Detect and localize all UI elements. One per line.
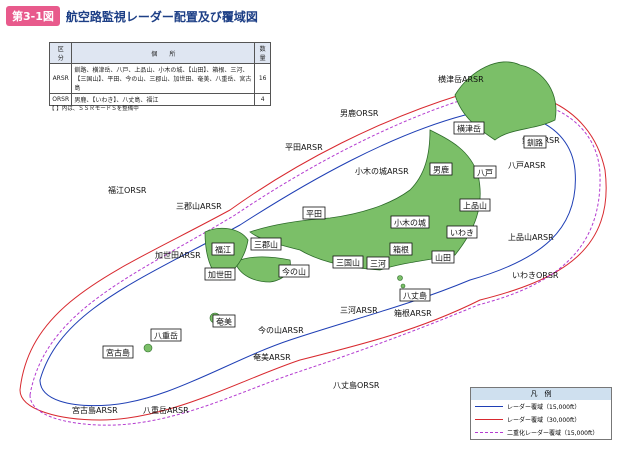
legend: 凡 例 レーダー覆域（15,000ft） レーダー覆域（30,000ft） 二重… (470, 387, 612, 440)
site-label: 箱根 (393, 245, 409, 255)
site-label: 八重岳 (154, 331, 178, 341)
coverage-areas (19, 89, 607, 426)
table-header-row: 区 分 個 所 数 量 (48, 42, 271, 64)
legend-swatch (475, 419, 503, 420)
table-row: ARSR 釧路、横津岳、八戸、上品山、小木の城、【山田】、箱根、三河、【三国山】… (48, 63, 271, 94)
site-label: 三国山 (336, 258, 360, 268)
site-box (523, 135, 547, 149)
site-box (431, 250, 455, 264)
map-label: 八重岳ARSR (143, 405, 189, 415)
figure-number: 第3-1図 (6, 6, 60, 26)
site-box (150, 328, 182, 342)
map-labels: 横津岳ARSR男鹿ORSR釧路ARSR平田ARSR小木の城ARSR八戸ARSR福… (72, 74, 560, 415)
legend-swatch (475, 406, 503, 407)
site-label: 上品山 (463, 201, 487, 211)
table-header: 数 量 (254, 42, 271, 64)
site-box (389, 242, 413, 256)
legend-label: レーダー覆域（30,000ft） (507, 417, 581, 424)
site-label: 小木の城 (394, 218, 426, 228)
table-header: 個 所 (71, 42, 256, 64)
table-cell: 4 (254, 93, 271, 106)
map-label: 上品山ARSR (508, 232, 554, 242)
site-box (399, 288, 431, 302)
island (143, 343, 153, 353)
site-box (473, 165, 497, 179)
legend-title: 凡 例 (471, 388, 611, 400)
site-box (278, 264, 310, 278)
site-label: いわき (450, 229, 474, 238)
island (400, 283, 406, 289)
figure-title: 航空路監視レーダー配置及び覆域図 (65, 9, 258, 24)
site-box (204, 267, 236, 281)
site-label: 加世田 (208, 270, 232, 280)
site-label: 宮古島 (106, 348, 130, 358)
coverage-outline (19, 89, 607, 421)
site-label: 平田 (306, 210, 322, 219)
site-box (390, 215, 430, 229)
site-box (446, 225, 478, 239)
site-label: 奄美 (216, 317, 232, 327)
site-label: 三河 (370, 259, 386, 269)
map-label: 今の山ARSR (258, 325, 304, 335)
site-label: 今の山 (282, 267, 306, 277)
legend-item: レーダー覆域（15,000ft） (471, 400, 611, 413)
site-label: 八丈島 (403, 291, 427, 301)
site-label: 山田 (435, 253, 451, 263)
table-row: ORSR 男鹿、【いわき】、八丈島、福江 4 (48, 93, 271, 106)
coverage-outline (29, 96, 601, 426)
map-label: 八戸ARSR (508, 161, 546, 170)
map-label: 男鹿ORSR (340, 108, 379, 118)
site-label: 八戸 (477, 169, 493, 178)
legend-item: 二重化レーダー覆域（15,000ft） (471, 426, 611, 439)
site-label: 福江 (215, 246, 231, 255)
map-label: 宮古島ARSR (72, 405, 118, 415)
legend-swatch (475, 432, 503, 433)
site-label: 横津岳 (457, 124, 481, 134)
table-cell: 釧路、横津岳、八戸、上品山、小木の城、【山田】、箱根、三河、【三国山】、平田、今… (71, 63, 256, 94)
map-label: 八丈島ORSR (333, 380, 380, 390)
map-label: 三郡山ARSR (176, 201, 222, 211)
table-note: 【 】内は、ＳＳＲモードＳを整備中 (49, 106, 139, 112)
site-box (102, 345, 134, 359)
site-box (212, 314, 236, 328)
site-box (429, 162, 453, 176)
radar-site-table: 区 分 個 所 数 量 ARSR 釧路、横津岳、八戸、上品山、小木の城、【山田】… (48, 42, 271, 106)
site-box (332, 255, 364, 269)
table-cell: ORSR (48, 93, 73, 106)
map-label: 三河ARSR (340, 305, 378, 315)
site-box (211, 242, 235, 256)
map-label: 奄美ARSR (253, 352, 291, 362)
island (454, 61, 557, 141)
site-label: 釧路 (527, 138, 543, 148)
figure-header: 第3-1図 航空路監視レーダー配置及び覆域図 (6, 6, 258, 26)
coverage-outline (39, 111, 576, 407)
table-header: 区 分 (48, 42, 73, 64)
map-label: 小木の城ARSR (355, 166, 409, 176)
table-cell: 男鹿、【いわき】、八丈島、福江 (71, 93, 256, 106)
legend-label: 二重化レーダー覆域（15,000ft） (507, 430, 599, 437)
site-box (366, 256, 390, 270)
map-label: いわきORSR (512, 271, 559, 280)
map-label: 平田ARSR (285, 143, 323, 152)
island (397, 275, 403, 281)
site-box (250, 237, 282, 251)
site-box (302, 206, 326, 220)
site-label: 三郡山 (254, 240, 278, 250)
map-label: 横津岳ARSR (438, 74, 484, 84)
legend-item: レーダー覆域（30,000ft） (471, 413, 611, 426)
map-label: 福江ORSR (108, 186, 147, 195)
site-box (453, 121, 485, 135)
map-label: 加世田ARSR (155, 250, 201, 260)
map-label: 箱根ARSR (394, 308, 432, 318)
site-boxes: 横津岳釧路男鹿 八戸上品山小木の城いわき 平田箱根山田 福江 三郡山三国山三河今の山 加世… (102, 121, 547, 359)
legend-label: レーダー覆域（15,000ft） (507, 404, 581, 411)
site-label: 男鹿 (433, 165, 449, 175)
site-box (459, 198, 491, 212)
